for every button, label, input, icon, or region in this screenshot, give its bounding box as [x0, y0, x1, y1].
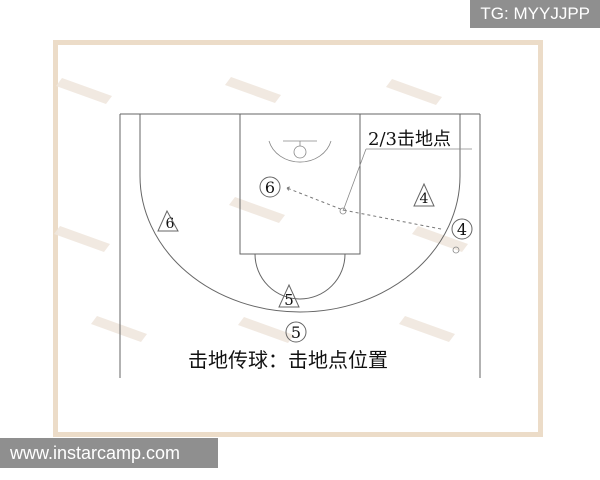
player-5-triangle: [278, 283, 300, 308]
three-point-arc: [139, 175, 461, 313]
tg-badge: TG: MYYJJPP: [470, 0, 600, 28]
court-lines: [119, 113, 481, 378]
watermark-mark: [399, 316, 455, 342]
watermark-marks: [54, 77, 468, 343]
restricted-area-arc: [268, 140, 332, 163]
free-throw-half-circle: [254, 253, 346, 300]
player-6-triangle: [157, 209, 179, 232]
diagram-caption: 击地传球：击地点位置: [188, 348, 388, 372]
player-4-circle-label: 4: [457, 220, 467, 239]
pass-path: [286, 148, 472, 230]
watermark-mark: [56, 78, 112, 104]
player-5-triangle-label: 5: [284, 291, 294, 309]
player-5-circle: [285, 321, 307, 343]
watermark-mark: [54, 226, 110, 252]
bounce-pass-path: [286, 187, 442, 230]
bounce-spot-marker: [339, 207, 347, 215]
player-6-circle-label: 6: [265, 178, 275, 197]
player-4-triangle: [413, 182, 435, 207]
annotation-leader-line: [342, 148, 367, 212]
player-6-circle: [259, 176, 281, 198]
basket-ring: [293, 145, 307, 159]
bounce-pass-arrowhead: [286, 185, 293, 193]
paint-lane: [239, 113, 361, 255]
watermark-mark: [91, 316, 147, 342]
annotation-group: 2/3击地点: [368, 129, 451, 150]
player-5-circle-label: 5: [291, 323, 301, 342]
watermark-mark: [412, 226, 468, 252]
watermark-mark: [229, 197, 285, 223]
ball-marker: [452, 246, 460, 254]
player-4-circle: [451, 218, 473, 240]
watermark-mark: [386, 79, 442, 105]
players: 6 4 4 6 5 5: [157, 176, 473, 343]
annotation-label: 2/3击地点: [368, 129, 451, 150]
caption-group: 击地传球：击地点位置: [188, 348, 388, 372]
watermark-mark: [225, 77, 281, 103]
watermark-mark: [238, 317, 294, 343]
website-badge: www.instarcamp.com: [0, 438, 218, 468]
player-4-triangle-label: 4: [420, 191, 429, 207]
player-6-triangle-label: 6: [166, 216, 175, 232]
